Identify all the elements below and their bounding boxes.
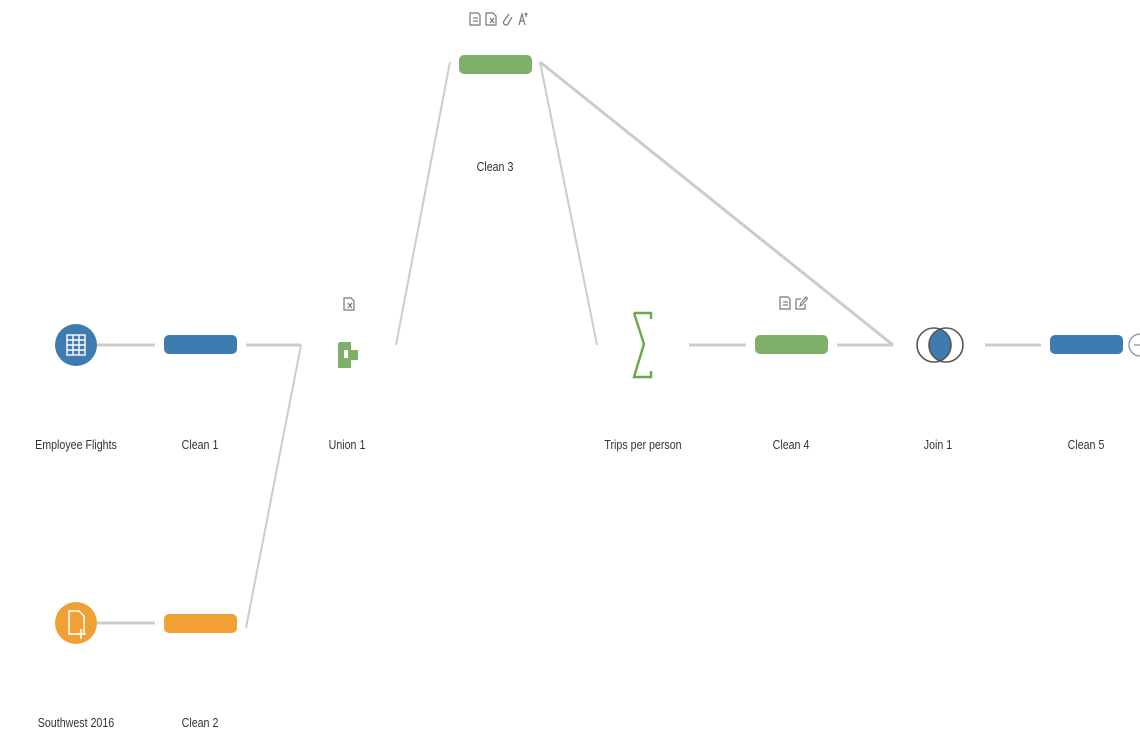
node-label-employee-flights: Employee Flights bbox=[35, 437, 117, 452]
node-label-trips-per-person: Trips per person bbox=[604, 437, 682, 452]
remove-field-icon[interactable] bbox=[484, 11, 498, 27]
input-employee-flights[interactable] bbox=[55, 324, 97, 366]
node-label-clean-4: Clean 4 bbox=[772, 437, 810, 452]
union-1-annotations bbox=[342, 296, 356, 312]
connector-clean-3-join bbox=[539, 60, 894, 347]
file-add-icon bbox=[68, 610, 86, 639]
flow-connectors bbox=[97, 60, 1041, 629]
node-label-clean-1: Clean 1 bbox=[181, 437, 219, 452]
filter-icon[interactable] bbox=[778, 295, 792, 311]
node-label-clean-3: Clean 3 bbox=[476, 159, 514, 174]
edit-icon[interactable] bbox=[794, 295, 808, 311]
node-label-clean-2: Clean 2 bbox=[181, 715, 219, 730]
join-venn-icon[interactable] bbox=[916, 327, 964, 363]
clean-3-annotations bbox=[468, 11, 530, 27]
node-label-union-1: Union 1 bbox=[328, 437, 366, 452]
input-node-circle[interactable] bbox=[55, 602, 97, 644]
plus-circle-icon[interactable] bbox=[1128, 333, 1140, 357]
clean-step-3[interactable] bbox=[459, 55, 532, 74]
rename-icon[interactable] bbox=[516, 11, 530, 27]
clean-step-1[interactable] bbox=[164, 335, 237, 354]
sigma-icon[interactable] bbox=[632, 311, 653, 379]
connector-clean-3-trips bbox=[539, 61, 598, 346]
remove-field-icon[interactable] bbox=[342, 296, 356, 312]
clean-step-5[interactable] bbox=[1050, 335, 1123, 354]
group-icon[interactable] bbox=[500, 11, 514, 27]
connector-clean-2-union bbox=[245, 344, 302, 629]
node-label-join-1: Join 1 bbox=[923, 437, 953, 452]
input-southwest-2016[interactable] bbox=[55, 602, 97, 644]
clean-step-2[interactable] bbox=[164, 614, 237, 633]
node-label-southwest-2016: Southwest 2016 bbox=[37, 715, 115, 730]
clean-step-4[interactable] bbox=[755, 335, 828, 354]
connector-union-clean-3 bbox=[395, 61, 451, 346]
clean-4-annotations bbox=[778, 295, 808, 311]
node-label-clean-5: Clean 5 bbox=[1067, 437, 1105, 452]
union-icon[interactable] bbox=[338, 342, 358, 368]
filter-icon[interactable] bbox=[468, 11, 482, 27]
table-icon bbox=[66, 334, 86, 356]
